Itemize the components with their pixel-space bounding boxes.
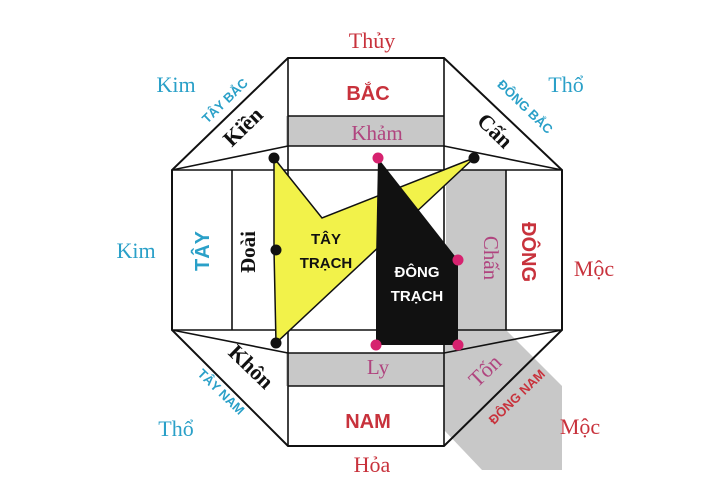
ton-dot — [452, 339, 464, 351]
element-bottom-left: Thổ — [158, 416, 193, 441]
trigram-chan: Chấn — [479, 236, 503, 281]
tay-trach-line1: TÂY — [311, 230, 341, 248]
direction-west: TÂY — [190, 230, 214, 271]
tay-trach-triangle — [273, 155, 475, 345]
chan-dot — [452, 254, 464, 266]
direction-east: ĐÔNG — [517, 222, 541, 282]
gray-band-south — [286, 353, 444, 386]
element-top-right: Thổ — [548, 72, 583, 97]
dong-trach-line1: ĐÔNG — [395, 263, 440, 281]
tay-trach-line2: TRẠCH — [300, 255, 353, 272]
gray-band-southeast — [444, 330, 562, 470]
can-dot — [468, 152, 480, 164]
direction-north: BẮC — [346, 81, 389, 105]
dong-trach-shape — [376, 158, 458, 345]
element-top-left: Kim — [156, 72, 195, 97]
kham-dot — [372, 152, 384, 164]
element-left: Kim — [116, 238, 155, 263]
direction-southwest: TÂY NAM — [195, 366, 248, 418]
element-right: Mộc — [574, 256, 615, 281]
dong-trach-line2: TRẠCH — [391, 288, 444, 305]
trigram-can: Cấn — [472, 108, 518, 153]
gray-band-north — [286, 116, 444, 146]
element-bottom-right: Mộc — [560, 414, 601, 439]
doai-dot — [270, 244, 282, 256]
trigram-doai: Đoài — [236, 231, 260, 273]
direction-south: NAM — [345, 411, 391, 433]
ly-dot — [370, 339, 382, 351]
trigram-ly: Ly — [367, 355, 390, 379]
trigram-kham: Khảm — [351, 121, 402, 145]
khon-dot — [270, 337, 282, 349]
element-top: Thủy — [349, 28, 395, 53]
trigram-khon: Khôn — [224, 339, 279, 394]
kien-dot — [268, 152, 280, 164]
element-bottom: Hỏa — [354, 452, 391, 477]
